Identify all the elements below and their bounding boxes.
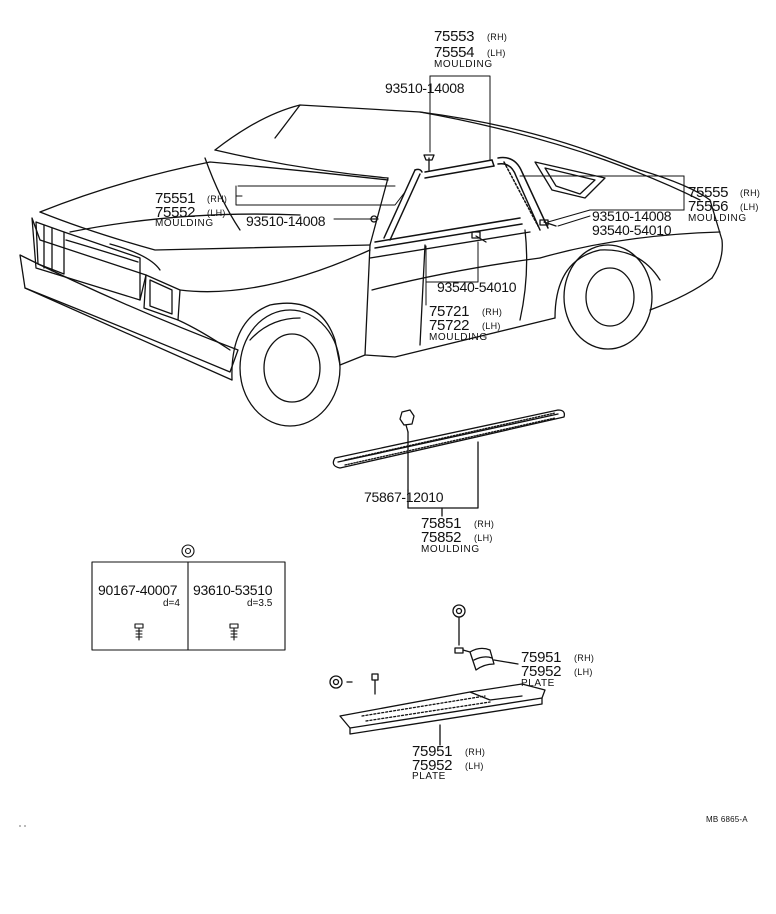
belt-moulding-name: MOULDING xyxy=(429,332,488,343)
small-plate-lh-number: 75952 xyxy=(521,663,562,680)
scuff-plate-name: PLATE xyxy=(412,771,446,782)
small-plate-rh-number: 75951 xyxy=(521,649,562,666)
belt-clip-number: 93540-54010 xyxy=(437,279,517,295)
scuff-plate-rh-side: (RH) xyxy=(465,747,486,757)
scan-dot xyxy=(24,825,26,827)
small-plate-name: PLATE xyxy=(521,678,555,689)
screw-right-diameter: d=3.5 xyxy=(247,598,273,609)
scuff-plate-lh-number: 75952 xyxy=(412,757,453,774)
leader-lines xyxy=(235,75,685,306)
screw-box xyxy=(91,544,286,651)
scan-dot xyxy=(19,825,21,827)
pillar-moulding-lh-number: 75552 xyxy=(155,204,196,221)
upper-moulding-lh-side: (LH) xyxy=(487,48,506,58)
belt-moulding-rh-side: (RH) xyxy=(482,307,503,317)
rocker-moulding-lh-number: 75852 xyxy=(421,529,462,546)
small-plate-illustration xyxy=(452,604,519,671)
rear-moulding-lh-number: 75556 xyxy=(688,198,729,215)
screw-left-number: 90167-40007 xyxy=(98,582,178,598)
rocker-moulding-lh-side: (LH) xyxy=(474,533,493,543)
rocker-clip-number: 75867-12010 xyxy=(364,489,444,505)
pillar-moulding-lh-side: (LH) xyxy=(207,208,226,218)
scuff-plate-lh-side: (LH) xyxy=(465,761,484,771)
rocker-moulding-rh-number: 75851 xyxy=(421,515,462,532)
upper-moulding-rh-side: (RH) xyxy=(487,32,508,42)
small-plate-lh-side: (LH) xyxy=(574,667,593,677)
car-body-illustration xyxy=(19,104,723,427)
rocker-moulding-rh-side: (RH) xyxy=(474,519,495,529)
upper-screw-number: 93510-14008 xyxy=(385,80,465,96)
small-plate-rh-side: (RH) xyxy=(574,653,595,663)
upper-moulding-rh-number: 75553 xyxy=(434,28,475,45)
pillar-moulding-rh-number: 75551 xyxy=(155,190,196,207)
rear-screw-number: 93510-14008 xyxy=(592,208,672,224)
scuff-plate-rh-number: 75951 xyxy=(412,743,453,760)
rocker-moulding-name: MOULDING xyxy=(421,544,480,555)
rear-clip-number: 93540-54010 xyxy=(592,222,672,238)
rocker-moulding-illustration xyxy=(332,409,566,517)
car-fasteners xyxy=(369,154,557,243)
screw-right-number: 93610-53510 xyxy=(193,582,273,598)
pillar-moulding-name: MOULDING xyxy=(155,218,214,229)
belt-moulding-rh-number: 75721 xyxy=(429,303,470,320)
pillar-moulding-rh-side: (RH) xyxy=(207,194,228,204)
rear-moulding-rh-side: (RH) xyxy=(740,188,761,198)
belt-moulding-lh-side: (LH) xyxy=(482,321,501,331)
screw-left-diameter: d=4 xyxy=(163,598,180,609)
drawing-code: MB 6865-A xyxy=(706,815,748,824)
upper-moulding-lh-number: 75554 xyxy=(434,44,475,61)
scuff-plate-illustration xyxy=(329,673,546,746)
rear-moulding-rh-number: 75555 xyxy=(688,184,729,201)
pillar-screw-number: 93510-14008 xyxy=(246,213,326,229)
belt-moulding-lh-number: 75722 xyxy=(429,317,470,334)
window-mouldings xyxy=(374,156,549,249)
rear-moulding-name: MOULDING xyxy=(688,213,747,224)
upper-moulding-name: MOULDING xyxy=(434,59,493,70)
rear-moulding-lh-side: (LH) xyxy=(740,202,759,212)
